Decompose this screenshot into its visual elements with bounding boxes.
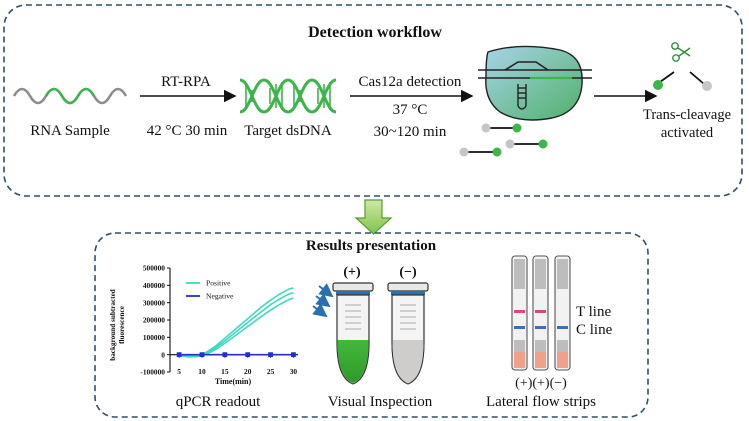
rna-strand-icon xyxy=(12,87,128,105)
qpcr-positive-line xyxy=(178,297,294,358)
qpcr-y-axis-label-1: background subtracted xyxy=(109,289,117,361)
uv-light-arrows-icon xyxy=(312,283,334,318)
tube-negative xyxy=(387,282,429,385)
qpcr-y-tick-label: -100000 xyxy=(140,368,165,377)
reporter-probes-icon xyxy=(459,123,548,157)
results-box xyxy=(94,232,649,418)
qpcr-positive-line xyxy=(178,291,294,358)
qpcr-y-tick-label: 300000 xyxy=(143,298,165,307)
qpcr-y-tick-label: 500000 xyxy=(143,264,165,273)
cas12a-label: Cas12a detection xyxy=(359,74,462,90)
qpcr-x-tick-label: 10 xyxy=(198,367,206,376)
tube-negative-label: (−) xyxy=(399,265,417,280)
strip-result-marks: (+)(+)(−) xyxy=(515,376,567,391)
qpcr-readout-label: qPCR readout xyxy=(176,394,261,410)
rna-target-segment xyxy=(44,87,96,105)
dsdna-helix-icon xyxy=(239,78,337,114)
qpcr-negative-point xyxy=(268,352,273,358)
qpcr-x-tick-label: 20 xyxy=(244,367,252,376)
workflow-title: Detection workflow xyxy=(308,24,442,41)
qpcr-x-axis-label: Time(min) xyxy=(215,377,252,386)
qpcr-y-tick-label: 0 xyxy=(161,350,165,359)
qpcr-y-tick-label: 100000 xyxy=(143,333,165,342)
qpcr-y-tick-label: 200000 xyxy=(143,316,165,325)
c-line-label: C line xyxy=(576,322,613,338)
qpcr-negative-point xyxy=(291,352,296,358)
qpcr-negative-point xyxy=(245,352,251,358)
qpcr-positive-line xyxy=(178,287,294,358)
qpcr-y-axis-label-2: fluorescence xyxy=(118,306,126,344)
trans-cleavage-label-1: Trans-cleavage xyxy=(643,107,731,123)
down-arrow-icon xyxy=(354,199,393,235)
lateral-flow-strip-3 xyxy=(554,255,571,371)
rtrpa-condition: 42 °C 30 min xyxy=(147,123,228,139)
scissors-icon xyxy=(671,42,691,62)
lateral-flow-strip-1 xyxy=(511,255,528,371)
cas12a-temperature: 37 °C xyxy=(393,102,428,118)
cas12a-time: 30~120 min xyxy=(374,124,447,140)
cas12a-complex-icon xyxy=(478,45,592,121)
trans-cleavage-label-2: activated xyxy=(661,125,714,141)
cleaved-probe-icon xyxy=(653,71,712,91)
t-line-label: T line xyxy=(576,304,611,320)
tube-positive-label: (+) xyxy=(343,265,361,280)
rna-sample-label: RNA Sample xyxy=(30,123,110,139)
qpcr-legend-positive-label: Positive xyxy=(206,279,231,288)
qpcr-x-tick-label: 30 xyxy=(290,367,298,376)
lateral-flow-label: Lateral flow strips xyxy=(486,394,596,410)
results-title: Results presentation xyxy=(306,238,437,254)
qpcr-x-tick-label: 15 xyxy=(221,367,229,376)
lateral-flow-strip-2 xyxy=(532,255,549,371)
qpcr-x-tick-label: 25 xyxy=(267,367,275,376)
rtrpa-label: RT-RPA xyxy=(161,74,211,90)
tube-positive xyxy=(332,282,374,385)
qpcr-negative-point xyxy=(176,352,182,358)
qpcr-negative-point xyxy=(222,352,228,358)
target-dsdna-label: Target dsDNA xyxy=(244,123,332,139)
qpcr-chart: 500000 400000 300000 200000 100000 0 -100000 5 1… xyxy=(109,264,298,386)
qpcr-x-tick-label: 5 xyxy=(177,367,181,376)
workflow-box xyxy=(3,4,743,197)
qpcr-y-tick-label: 400000 xyxy=(143,281,165,290)
qpcr-legend-negative-label: Negative xyxy=(206,292,234,301)
qpcr-negative-point xyxy=(199,352,205,358)
visual-inspection-label: Visual Inspection xyxy=(328,394,433,410)
